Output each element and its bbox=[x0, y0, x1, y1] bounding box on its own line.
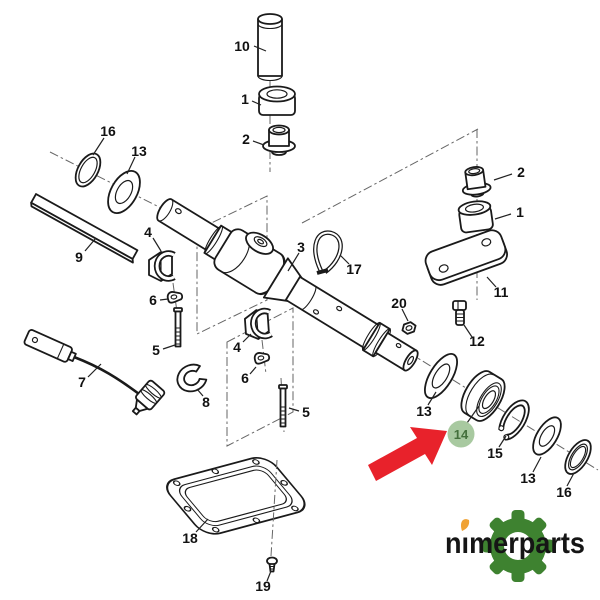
callout-label-1: 1 bbox=[516, 204, 524, 220]
callout-label-3: 3 bbox=[297, 239, 305, 255]
callout-label-16: 16 bbox=[556, 484, 572, 500]
flame-icon bbox=[460, 519, 470, 531]
callout-leader-line bbox=[87, 363, 102, 378]
callout-leader-line bbox=[195, 518, 209, 533]
callout-leader-line bbox=[339, 254, 350, 265]
part-2-bushing-right bbox=[461, 166, 492, 198]
callout-label-8: 8 bbox=[202, 394, 210, 410]
callout-leader-line bbox=[493, 173, 513, 181]
callout-leader-line bbox=[159, 298, 169, 301]
callout-label-12: 12 bbox=[469, 333, 485, 349]
gear-icon bbox=[482, 510, 554, 582]
callout-leader-line bbox=[249, 366, 257, 375]
callout-leader-line bbox=[84, 237, 97, 252]
detail-panel-center bbox=[226, 307, 294, 447]
callout-leader-line bbox=[498, 435, 507, 448]
part-3-shaft bbox=[156, 198, 419, 372]
callout-label-19: 19 bbox=[255, 578, 271, 594]
callout-leader-line bbox=[401, 308, 409, 322]
part-8-clip bbox=[176, 363, 208, 393]
callout-leader-line bbox=[162, 344, 176, 350]
part-6-clip-left bbox=[166, 291, 184, 304]
part-13-washer-right-1 bbox=[424, 353, 458, 399]
callout-label-9: 9 bbox=[75, 249, 83, 265]
callout-label-2: 2 bbox=[242, 131, 250, 147]
callout-label-2: 2 bbox=[517, 164, 525, 180]
part-16-ring-left bbox=[74, 152, 102, 188]
highlight-annotation: 14 bbox=[368, 405, 480, 481]
part-9-bar bbox=[30, 193, 139, 264]
callout-label-5: 5 bbox=[302, 404, 310, 420]
part-5-bolt-center bbox=[278, 384, 288, 428]
callout-leader-line bbox=[266, 570, 272, 582]
part-20-nut bbox=[401, 321, 417, 335]
callout-leader-line bbox=[92, 137, 105, 156]
axis-line-screw bbox=[270, 459, 278, 557]
callout-label-13: 13 bbox=[131, 143, 147, 159]
part-13-washer-right-2 bbox=[532, 416, 562, 456]
callout-leader-line bbox=[494, 213, 512, 220]
callout-leader-line bbox=[287, 252, 300, 272]
callout-leader-line bbox=[463, 324, 473, 338]
part-5-bolt-left bbox=[173, 307, 183, 348]
part-1-bushing-top bbox=[258, 85, 296, 116]
part-16-seal-right bbox=[564, 439, 592, 475]
highlight-part-number: 14 bbox=[454, 427, 469, 442]
callout-label-18: 18 bbox=[182, 530, 198, 546]
callout-leader-line bbox=[532, 456, 542, 473]
logo-text: nımerparts bbox=[445, 527, 585, 560]
part-14-bearing bbox=[460, 370, 506, 422]
callout-label-15: 15 bbox=[487, 445, 503, 461]
part-6-clip-center bbox=[253, 352, 271, 365]
brand-logo: nımerparts bbox=[445, 510, 585, 582]
callout-label-16: 16 bbox=[100, 123, 116, 139]
part-19-screw bbox=[266, 556, 278, 573]
callout-label-6: 6 bbox=[241, 370, 249, 386]
part-11-plate bbox=[424, 229, 508, 286]
callout-label-13: 13 bbox=[416, 403, 432, 419]
callout-label-20: 20 bbox=[391, 295, 407, 311]
part-4-clamp-center bbox=[244, 307, 273, 340]
part-7-cable bbox=[23, 329, 166, 416]
callout-label-4: 4 bbox=[233, 339, 241, 355]
part-18-gasket bbox=[166, 457, 306, 535]
callout-label-1: 1 bbox=[241, 91, 249, 107]
callout-label-10: 10 bbox=[234, 38, 250, 54]
callout-leader-line bbox=[251, 100, 262, 106]
callout-label-7: 7 bbox=[78, 374, 86, 390]
callout-leader-line bbox=[126, 156, 136, 175]
callout-leader-line bbox=[242, 333, 252, 343]
part-10-pin bbox=[257, 13, 283, 82]
detail-panel-left bbox=[196, 195, 268, 335]
callout-label-17: 17 bbox=[346, 261, 362, 277]
callout-label-13: 13 bbox=[520, 470, 536, 486]
part-12-bolt bbox=[452, 300, 467, 326]
callout-leader-line bbox=[566, 472, 575, 487]
callout-leader-line bbox=[152, 237, 162, 252]
callout-leader-line bbox=[486, 276, 497, 288]
callout-leader-line bbox=[427, 391, 437, 406]
part-15-snap-ring bbox=[498, 399, 530, 441]
part-17-cable-tie bbox=[313, 230, 343, 275]
part-2-bushing-top bbox=[262, 124, 296, 156]
part-4-clamp-left bbox=[148, 250, 176, 282]
callout-leader-line bbox=[288, 407, 300, 412]
part-13-washer-left bbox=[107, 170, 141, 214]
part-1-bushing-right bbox=[457, 200, 494, 234]
callout-label-4: 4 bbox=[144, 224, 152, 240]
callout-leader-line bbox=[253, 45, 267, 52]
callout-leader-line bbox=[196, 388, 204, 397]
highlight-circle bbox=[447, 420, 475, 448]
callout-leader-line bbox=[252, 140, 265, 146]
callout-label-5: 5 bbox=[152, 342, 160, 358]
highlight-arrow-icon bbox=[368, 427, 447, 481]
callout-label-11: 11 bbox=[494, 284, 509, 300]
callout-label-6: 6 bbox=[149, 292, 157, 308]
highlight-leader-line bbox=[466, 405, 480, 424]
